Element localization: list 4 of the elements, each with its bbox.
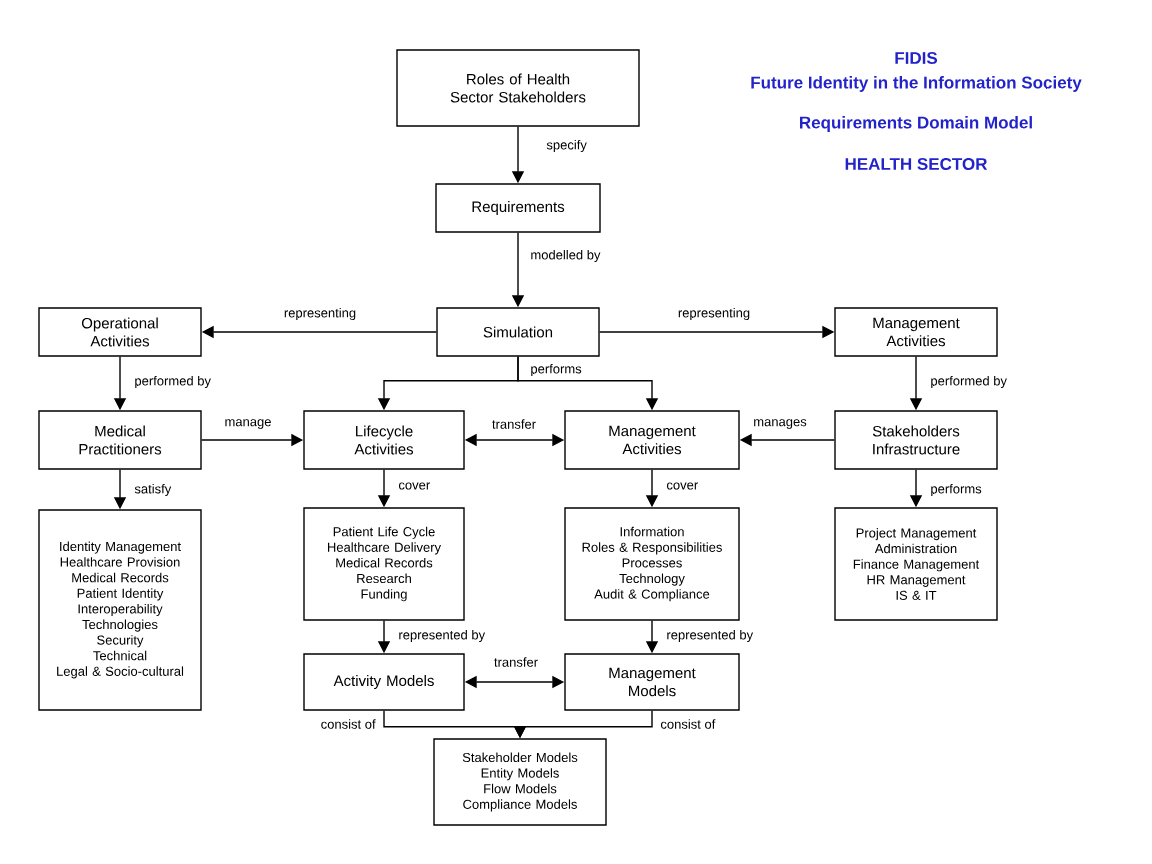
subtitle: HEALTH SECTOR — [845, 158, 988, 170]
subtitle: Requirements Domain Model — [800, 116, 1032, 132]
title: FIDIS — [895, 52, 938, 64]
subtitle: Future Identity in the Information Society — [751, 76, 1082, 92]
